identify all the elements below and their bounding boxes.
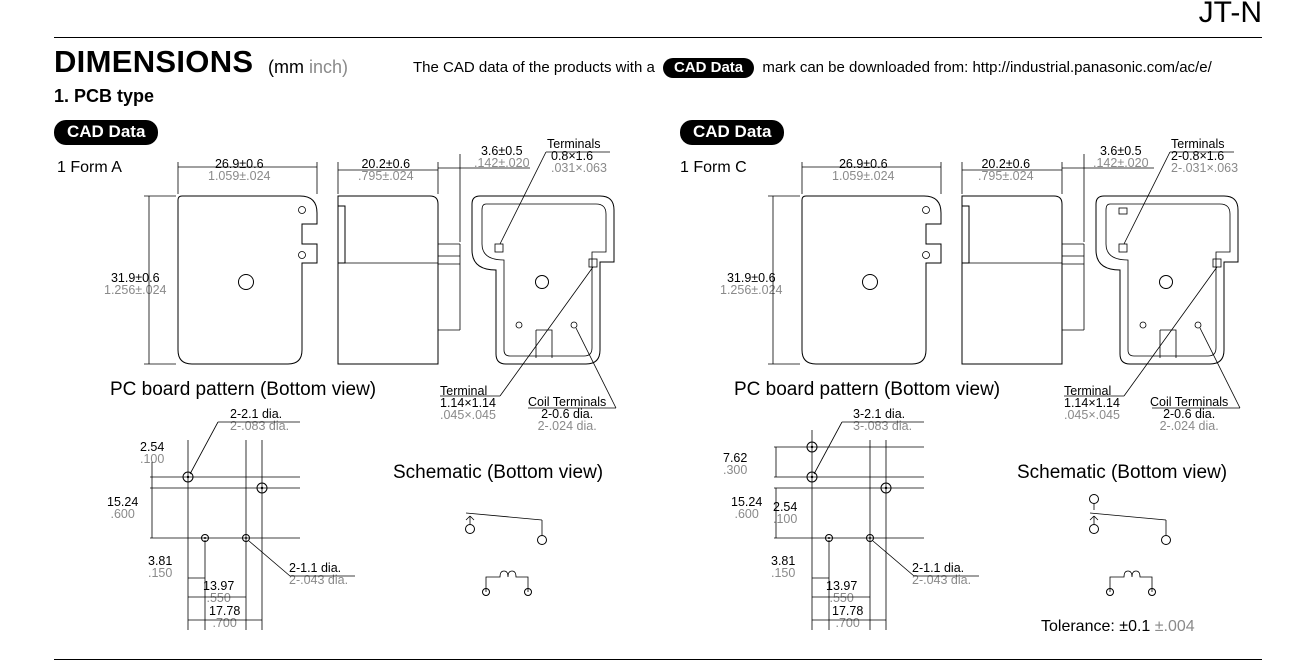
right-pitch-762: 7.62.300 [723,451,748,477]
left-cad-data-badge[interactable]: CAD Data [54,120,159,145]
right-form-label: 1 Form C [680,159,747,176]
right-pitch-381: 3.81.150 [771,554,796,580]
top-rule [54,37,1262,38]
left-depth-dim: 20.2±0.6.795±.024 [358,157,414,183]
right-schematic-caption: Schematic (Bottom view) [1017,462,1228,483]
right-pitch-1397: 13.97.550 [826,579,858,605]
unit-inch: inch) [309,57,349,77]
right-hole2-callout: 2-1.1 dia.2-.043 dia. [912,561,972,587]
left-pitch-381: 3.81.150 [148,554,173,580]
left-pcb-caption: PC board pattern (Bottom view) [110,379,377,400]
right-pcb-pattern [774,421,979,630]
left-terminal-length-dim: 3.6±0.5.142±.020 [474,144,530,170]
left-pitch-1397: 13.97.550 [203,579,235,605]
right-pitch-254: 2.54.100 [773,500,798,526]
right-relay-views [767,151,1241,409]
model-name: JT-N [1198,0,1262,29]
left-form-label: 1 Form A [57,159,122,176]
left-hole2-callout: 2-1.1 dia.2-.043 dia. [289,561,349,587]
right-cad-data-badge[interactable]: CAD Data [680,120,785,145]
right-schematic [1089,494,1171,596]
left-pitch-1524: 15.24.600 [107,495,139,521]
left-schematic-caption: Schematic (Bottom view) [393,462,604,483]
left-pcb-pattern [150,421,355,630]
cad-note-post[interactable]: mark can be downloaded from: http://indu… [762,59,1212,76]
cad-note-pre: The CAD data of the products with a [413,59,655,76]
right-pitch-1524: 15.24.600 [731,495,763,521]
cad-note-badge: CAD Data [662,58,755,78]
section-title: 1. PCB type [54,86,155,106]
left-schematic [465,512,547,596]
tolerance-note: Tolerance: ±0.1 ±.004 [1041,618,1195,635]
left-relay-views [143,151,617,409]
unit-note: (mm inch) [268,57,348,78]
cad-note: The CAD data of the products with a CAD … [413,58,1212,78]
right-terminal-length-dim: 3.6±0.5.142±.020 [1093,144,1149,170]
right-depth-dim: 20.2±0.6.795±.024 [978,157,1034,183]
left-hole1-callout: 2-2.1 dia.2-.083 dia. [230,407,290,433]
right-hole1-callout: 3-2.1 dia.3-.083 dia. [853,407,913,433]
left-pitch-254: 2.54.100 [140,440,165,466]
unit-mm: (mm [268,57,304,77]
page-title: DIMENSIONS [54,44,254,79]
right-pcb-caption: PC board pattern (Bottom view) [734,379,1001,400]
bottom-rule [54,659,1262,660]
